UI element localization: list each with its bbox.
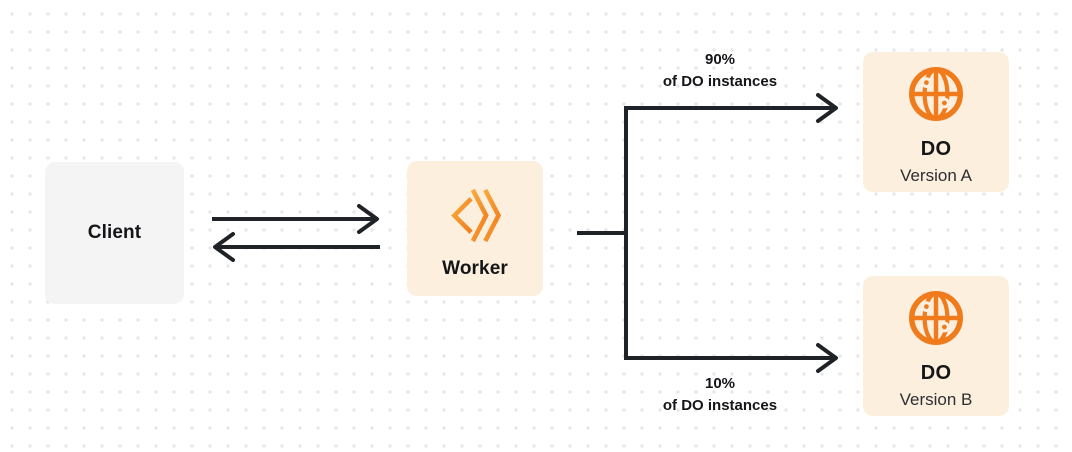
globe-icon <box>909 291 963 345</box>
node-worker: Worker <box>407 161 543 296</box>
arrow-client-to-worker <box>212 204 379 234</box>
edge-label-bottom: 10% of DO instances <box>600 373 840 417</box>
worker-label: Worker <box>442 258 508 279</box>
edge-label-top-percent: 90% <box>704 51 736 68</box>
node-do-version-b: DO Version B <box>863 276 1009 416</box>
node-client: Client <box>45 162 184 304</box>
do-b-title: DO <box>920 362 952 384</box>
do-a-title: DO <box>920 138 952 160</box>
client-label: Client <box>87 222 142 243</box>
edge-label-top-caption: of DO instances <box>662 73 778 90</box>
arrowhead-to-do-version-a <box>816 93 838 123</box>
edge-label-top: 90% of DO instances <box>600 49 840 93</box>
do-a-subtitle: Version A <box>900 166 972 185</box>
worker-branch-connector <box>577 93 838 373</box>
cloudflare-workers-logo-icon <box>450 188 501 243</box>
arrow-worker-to-client <box>213 232 380 262</box>
globe-icon <box>909 67 963 121</box>
node-do-version-a: DO Version A <box>863 52 1009 192</box>
arrowhead-to-do-version-b <box>816 343 838 373</box>
edge-label-bottom-percent: 10% <box>704 375 736 392</box>
do-b-subtitle: Version B <box>899 390 973 409</box>
edge-label-bottom-caption: of DO instances <box>662 397 778 414</box>
